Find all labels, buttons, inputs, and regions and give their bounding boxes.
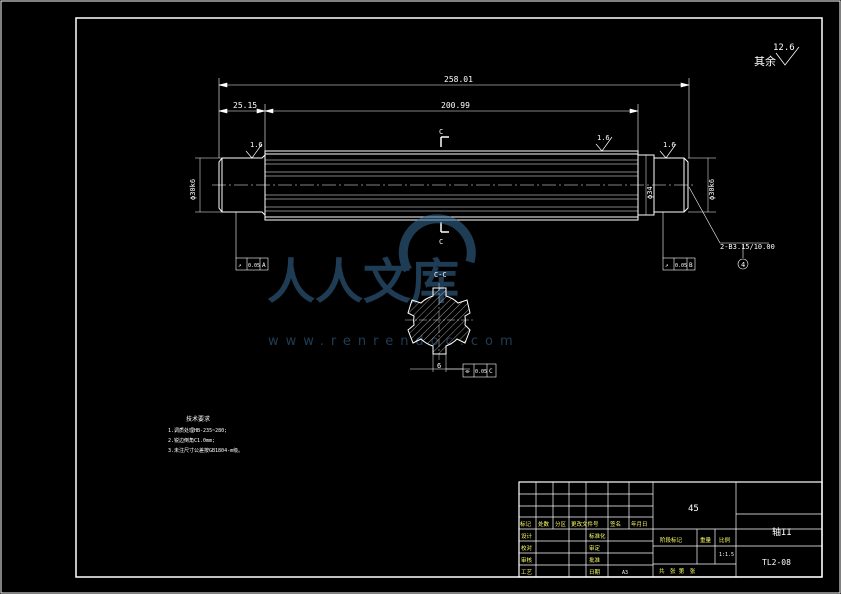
sign-mid-3: 日期 [589, 569, 601, 576]
center-hole-balloon: 4 [741, 261, 745, 269]
tech-notes: 技术要求 1.调质处理HB-235~280; 2.锐边倒角C1.0mm; 3.未… [168, 415, 243, 454]
tol-section-value: 0.05 [475, 369, 487, 375]
rev-header-3: 更改文件号 [571, 520, 599, 528]
finish-right-value: 1.6 [597, 134, 610, 142]
tol-left-value: 0.05 [248, 263, 260, 269]
sign-row-0: 设计 [521, 532, 533, 540]
sheet-text: 共 张 第 张 [659, 567, 696, 575]
finish-left-value: 1.6 [250, 141, 263, 149]
rev-header-0: 标记 [520, 520, 532, 528]
tol-left-datum: A [262, 262, 266, 269]
stage-header-0: 阶段标记 [660, 536, 683, 544]
dim-overall-text: 258.01 [444, 75, 473, 84]
paper-size: A3 [622, 570, 628, 576]
dim-overall-length [218, 78, 690, 158]
rev-header-4: 签名 [610, 520, 621, 528]
cut-letter-top: C [439, 128, 443, 136]
dim-right-journal-dia: ϕ30k6 [708, 179, 716, 200]
watermark-url: www.renrendoc.com [268, 334, 520, 349]
rev-header-2: 分区 [555, 520, 567, 528]
section-title: C-C [434, 271, 447, 279]
general-finish-label: 其余 [754, 54, 776, 68]
dim-left-step-text: 25.15 [233, 101, 257, 110]
rev-header-5: 年月日 [631, 520, 648, 528]
sign-row-1: 校对 [521, 544, 533, 552]
tol-right-leader [662, 212, 696, 271]
sign-row-2: 审核 [521, 556, 533, 564]
tol-right-datum: B [689, 262, 693, 269]
finish-journal-value: 1.6 [663, 141, 676, 149]
tol-right-value: 0.05 [675, 263, 687, 269]
dia-dim-lines [195, 155, 716, 215]
stage-header-1: 重量 [700, 536, 712, 544]
key-width-text: 6 [437, 362, 441, 370]
title-block [518, 481, 823, 578]
tol-right-symbol: ↗ [665, 262, 669, 269]
dim-spline-length-text: 200.99 [441, 101, 470, 110]
shaft-main-view [218, 150, 689, 221]
sign-mid-0: 标准化 [589, 532, 606, 540]
part-name-text: 轴II [772, 526, 792, 538]
rev-header-1: 处数 [538, 520, 550, 528]
section-cut-marks [440, 136, 449, 233]
sign-mid-1: 审定 [589, 544, 601, 552]
dim-left-journal-dia: ϕ30k6 [189, 179, 197, 200]
tol-section-frame [446, 363, 497, 378]
local-finishes [245, 136, 677, 159]
sign-row-3: 工艺 [521, 569, 533, 576]
note-1: 1.调质处理HB-235~280; [168, 427, 227, 434]
dim-steps [218, 104, 639, 158]
watermark: 人人文库 www.renrendoc.com [267, 214, 520, 349]
cut-letter-bottom: C [439, 238, 443, 246]
inner-frame [75, 17, 823, 578]
drawing-no-text: TL2-08 [762, 558, 791, 567]
center-hole-leader [688, 186, 769, 270]
center-hole-text: 2-B3.15/10.00 [720, 243, 775, 251]
scale-value: 1:1.5 [719, 552, 734, 558]
general-finish-value: 12.6 [773, 43, 795, 53]
tol-left-leader [235, 212, 269, 271]
spline-lines [265, 159, 638, 212]
tol-left-symbol: ↗ [238, 262, 242, 269]
tol-section-symbol: ⌯ [465, 368, 470, 375]
dim-spline-dia: ϕ34 [646, 186, 654, 199]
sign-mid-2: 批准 [589, 556, 601, 564]
note-3: 3.未注尺寸公差按GB1804-m级。 [168, 447, 243, 454]
material-text: 45 [688, 504, 699, 514]
stage-header-2: 比例 [719, 536, 731, 544]
note-2: 2.锐边倒角C1.0mm; [168, 437, 215, 444]
general-surface-finish: 其余 12.6 [754, 43, 800, 68]
notes-title: 技术要求 [186, 415, 210, 423]
tol-section-datum: C [489, 368, 493, 375]
